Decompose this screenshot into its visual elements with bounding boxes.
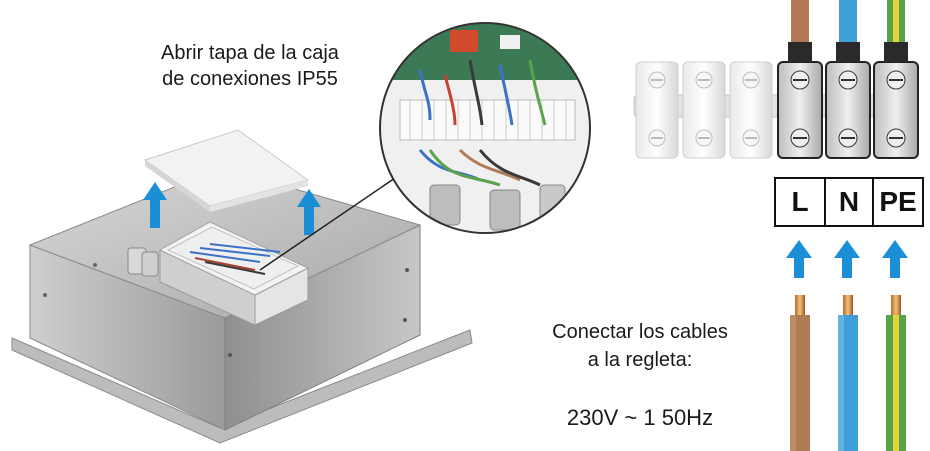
box-lid (143, 129, 310, 212)
open-lid-instruction: Abrir tapa de la caja de conexiones IP55 (161, 42, 339, 90)
wire-L-bottom (790, 295, 810, 451)
terminal-unused-2 (682, 61, 726, 159)
wire-N-top (836, 0, 860, 62)
terminal-PE (873, 61, 919, 159)
connection-box (127, 221, 310, 326)
terminal-N (825, 61, 871, 159)
label-N: N (824, 177, 874, 227)
wire-PE-top (884, 0, 908, 62)
label-L: L (774, 177, 826, 227)
wire-N-bottom (838, 295, 858, 451)
terminal-strip (633, 61, 919, 159)
voltage-rating: 230V ~ 1 50Hz (566, 405, 714, 430)
terminal-unused-1 (635, 61, 679, 159)
wire-PE-bottom (886, 295, 906, 451)
connect-instruction: Conectar los cables a la regleta: (552, 321, 728, 371)
lid-arrow-left (143, 182, 167, 228)
terminal-unused-3 (729, 61, 773, 159)
wire-L-top (788, 0, 812, 62)
arrow-PE (882, 240, 908, 278)
label-PE: PE (872, 177, 924, 227)
terminal-L (777, 61, 823, 159)
zoom-detail-circle (379, 22, 591, 234)
arrow-L (786, 240, 812, 278)
lid-arrow-right (297, 189, 321, 235)
zoom-leader-line (259, 177, 396, 271)
arrow-N (834, 240, 860, 278)
